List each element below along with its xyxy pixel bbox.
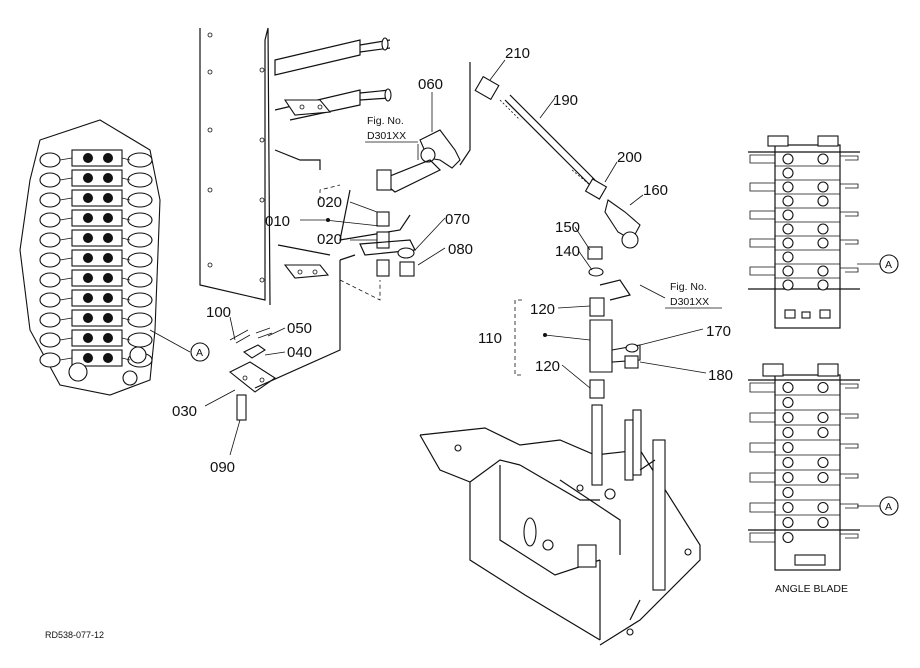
- part-label-020: 020: [317, 194, 342, 211]
- part-labels: 210 190 060 200 160 010 020 020 070 080 …: [172, 45, 733, 476]
- angle-blade-schematic-bottom: [748, 363, 860, 571]
- lever-010-assembly: [319, 169, 416, 301]
- part-label-040: 040: [287, 344, 312, 361]
- callout-a-top-right: A: [879, 254, 899, 274]
- part-label-210: 210: [505, 45, 530, 62]
- angle-blade-schematic-top: [748, 135, 860, 329]
- part-label-020: 020: [317, 231, 342, 248]
- figref-2-line2: D301XX: [670, 296, 709, 308]
- part-label-070: 070: [445, 211, 470, 228]
- part-label-010: 010: [265, 213, 290, 230]
- frame-plate: [199, 27, 392, 306]
- part-label-150: 150: [555, 219, 580, 236]
- callout-a-label: A: [885, 259, 892, 271]
- part-label-120: 120: [530, 301, 555, 318]
- callout-a-left: A: [190, 342, 210, 362]
- bracket-030: [228, 254, 356, 421]
- part-label-180: 180: [708, 367, 733, 384]
- control-valve-assembly: [19, 119, 161, 396]
- rod-assembly: [378, 62, 641, 249]
- part-label-080: 080: [448, 241, 473, 258]
- part-label-190: 190: [553, 92, 578, 109]
- part-label-090: 090: [210, 459, 235, 476]
- figure-reference-1: Fig. No. D301XX: [365, 115, 418, 143]
- leader-lines: [149, 59, 880, 507]
- part-label-120: 120: [535, 358, 560, 375]
- figref-1-line1: Fig. No.: [367, 115, 404, 127]
- figref-1-line2: D301XX: [367, 130, 406, 142]
- callout-a-label: A: [196, 347, 203, 359]
- drawing-id: RD538-077-12: [45, 630, 104, 640]
- part-label-030: 030: [172, 403, 197, 420]
- chassis-frame: [419, 404, 701, 646]
- angle-blade-caption: ANGLE BLADE: [775, 583, 848, 595]
- part-label-050: 050: [287, 320, 312, 337]
- lever-110-assembly: [514, 246, 641, 399]
- figref-2-line1: Fig. No.: [670, 281, 707, 293]
- part-label-100: 100: [206, 304, 231, 321]
- part-label-110: 110: [478, 330, 502, 347]
- figure-reference-2: Fig. No. D301XX: [665, 281, 722, 309]
- part-label-060: 060: [418, 76, 443, 93]
- part-label-170: 170: [706, 323, 731, 340]
- part-label-160: 160: [643, 182, 668, 199]
- callout-a-label: A: [885, 501, 892, 513]
- callout-a-bottom-right: A: [879, 496, 899, 516]
- part-label-140: 140: [555, 243, 580, 260]
- part-label-200: 200: [617, 149, 642, 166]
